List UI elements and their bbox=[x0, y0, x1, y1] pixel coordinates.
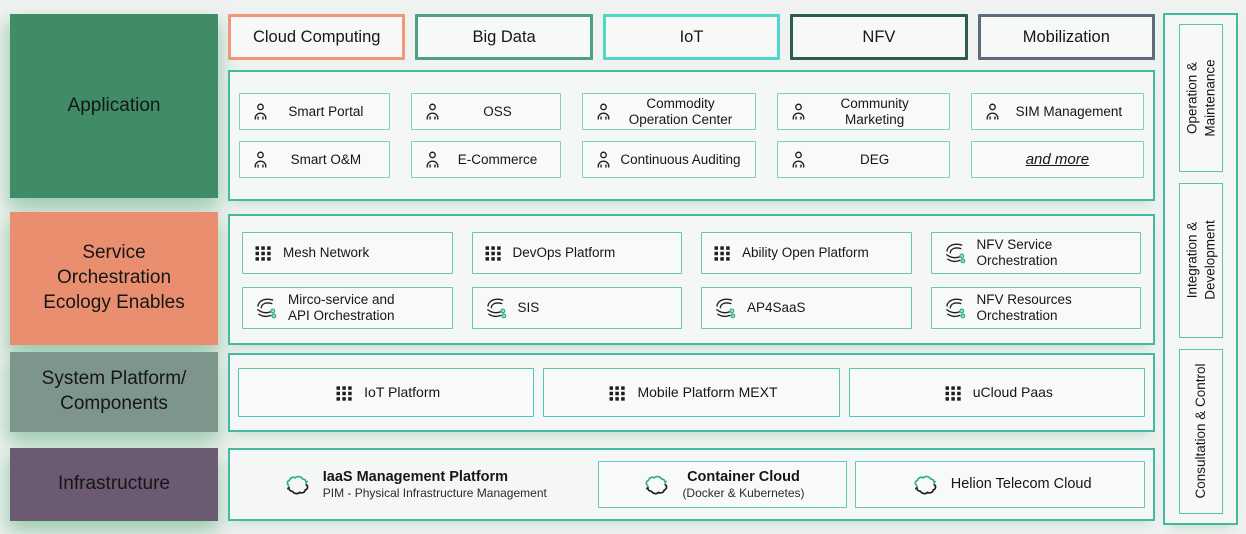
spc-item-label: Mobile Platform MEXT bbox=[637, 384, 778, 401]
app-item-label: OSS bbox=[483, 103, 512, 119]
rail-box-integration-development: Integration & Development bbox=[1178, 182, 1223, 338]
soe-item-nfv-resources-orchestration: NFV Resources Orchestration bbox=[930, 287, 1141, 329]
grid-icon bbox=[943, 383, 963, 403]
person-icon bbox=[982, 101, 1003, 122]
app-item-sim-management: SIM Management bbox=[970, 93, 1144, 130]
orchestration-icon bbox=[712, 296, 737, 321]
soe-item-nfv-service-orchestration: NFV Service Orchestration bbox=[930, 232, 1141, 274]
app-item-label: Smart Portal bbox=[288, 103, 364, 119]
infra-item-helion-telecom-cloud: Helion Telecom Cloud bbox=[855, 461, 1145, 508]
spc-item-label: uCloud Paas bbox=[972, 384, 1053, 401]
infra-item-text: Container Cloud (Docker & Kubernetes) bbox=[682, 468, 804, 501]
person-icon bbox=[250, 101, 271, 122]
person-icon bbox=[422, 149, 443, 170]
soe-item-sis: SIS bbox=[471, 287, 682, 329]
orchestration-icon bbox=[253, 296, 278, 321]
grid-icon bbox=[253, 243, 273, 263]
orchestration-icon bbox=[483, 296, 508, 321]
header-box-iot: IoT bbox=[602, 14, 781, 60]
app-item-label: Continuous Auditing bbox=[620, 151, 741, 167]
spc-item-mobile-platform-mext: Mobile Platform MEXT bbox=[543, 368, 840, 417]
infra-item-iaas-management-platform: IaaS Management Platform PIM - Physical … bbox=[238, 461, 590, 508]
left-label-system-platform: System Platform/ Components bbox=[10, 352, 218, 432]
soe-item-mesh-network: Mesh Network bbox=[242, 232, 453, 274]
rail-label: Consultation & Control bbox=[1192, 363, 1208, 499]
soe-item-label: NFV Service Orchestration bbox=[976, 237, 1058, 268]
left-label-application: Application bbox=[10, 14, 218, 198]
infra-item-title: Container Cloud bbox=[687, 468, 800, 485]
app-item-label: E-Commerce bbox=[457, 151, 538, 167]
soe-item-ability-open-platform: Ability Open Platform bbox=[701, 232, 912, 274]
grid-icon bbox=[712, 243, 732, 263]
orchestration-icon bbox=[942, 296, 967, 321]
technology-header-row: Cloud Computing Big Data IoT NFV Mobiliz… bbox=[228, 14, 1156, 60]
soe-item-label: AP4SaaS bbox=[747, 300, 806, 316]
soe-item-ap4saas: AP4SaaS bbox=[701, 287, 912, 329]
orchestration-icon bbox=[942, 241, 967, 266]
app-item-label: Community Marketing bbox=[840, 95, 909, 127]
infra-item-text: Helion Telecom Cloud bbox=[951, 475, 1092, 493]
service-orchestration-container: Mesh Network DevOps Platform Ability Ope… bbox=[228, 214, 1155, 345]
person-icon bbox=[422, 101, 443, 122]
soe-item-label: Mirco-service and API Orchestration bbox=[288, 292, 395, 323]
app-item-label: Smart O&M bbox=[290, 151, 362, 167]
left-label-infrastructure: Infrastructure bbox=[10, 448, 218, 521]
cloud-sync-icon bbox=[642, 473, 671, 496]
cloud-sync-icon bbox=[283, 473, 312, 496]
soe-item-label: NFV Resources Orchestration bbox=[976, 292, 1072, 323]
spc-item-ucloud-paas: uCloud Paas bbox=[848, 368, 1145, 417]
person-icon bbox=[250, 149, 271, 170]
system-platform-container: IoT Platform Mobile Platform MEXT uCloud… bbox=[228, 353, 1155, 432]
soe-item-devops-platform: DevOps Platform bbox=[471, 232, 682, 274]
infra-item-title: Helion Telecom Cloud bbox=[950, 476, 1092, 493]
app-item-commodity-operation-center: Commodity Operation Center bbox=[582, 93, 756, 130]
rail-box-operation-maintenance: Operation & Maintenance bbox=[1178, 24, 1223, 172]
right-rail: Operation & Maintenance Integration & De… bbox=[1163, 13, 1238, 525]
app-item-label: Commodity Operation Center bbox=[628, 95, 733, 127]
rail-label: Operation & Maintenance bbox=[1183, 59, 1217, 137]
infra-item-container-cloud: Container Cloud (Docker & Kubernetes) bbox=[597, 461, 848, 508]
person-icon bbox=[593, 149, 614, 170]
person-icon bbox=[788, 149, 809, 170]
app-item-community-marketing: Community Marketing bbox=[776, 93, 950, 130]
soe-item-microservice-api-orchestration: Mirco-service and API Orchestration bbox=[242, 287, 453, 329]
app-item-label: SIM Management bbox=[1015, 103, 1123, 119]
app-item-e-commerce: E-Commerce bbox=[410, 141, 562, 178]
cloud-sync-icon bbox=[911, 473, 940, 496]
grid-icon bbox=[483, 243, 503, 263]
rail-box-consultation-control: Consultation & Control bbox=[1178, 348, 1223, 514]
app-item-and-more: and more bbox=[970, 141, 1144, 178]
grid-icon bbox=[334, 383, 354, 403]
infra-item-subtitle: (Docker & Kubernetes) bbox=[682, 486, 805, 501]
spc-item-iot-platform: IoT Platform bbox=[238, 368, 535, 417]
spc-item-label: IoT Platform bbox=[364, 384, 441, 401]
soe-item-label: Mesh Network bbox=[283, 245, 370, 261]
application-container: Smart Portal OSS Commodity Operation Cen… bbox=[228, 70, 1155, 201]
infra-item-subtitle: PIM - Physical Infrastructure Management bbox=[322, 486, 547, 501]
app-item-label: and more bbox=[1025, 150, 1090, 168]
app-item-smart-oandm: Smart O&M bbox=[239, 141, 390, 178]
person-icon bbox=[788, 101, 809, 122]
infra-item-title: IaaS Management Platform bbox=[322, 468, 509, 485]
app-item-smart-portal: Smart Portal bbox=[239, 93, 390, 130]
app-item-label: DEG bbox=[860, 151, 890, 167]
left-label-service-orchestration: Service Orchestration Ecology Enables bbox=[10, 212, 218, 345]
app-item-continuous-auditing: Continuous Auditing bbox=[582, 141, 756, 178]
rail-label: Integration & Development bbox=[1183, 220, 1217, 301]
header-box-cloud-computing: Cloud Computing bbox=[228, 14, 406, 60]
soe-item-label: Ability Open Platform bbox=[742, 245, 869, 261]
header-box-nfv: NFV bbox=[790, 14, 968, 60]
app-item-oss: OSS bbox=[410, 93, 562, 130]
app-item-deg: DEG bbox=[776, 141, 950, 178]
infra-item-text: IaaS Management Platform PIM - Physical … bbox=[323, 468, 547, 501]
header-box-big-data: Big Data bbox=[415, 14, 593, 60]
soe-item-label: SIS bbox=[517, 300, 540, 316]
soe-item-label: DevOps Platform bbox=[512, 245, 616, 261]
infrastructure-container: IaaS Management Platform PIM - Physical … bbox=[228, 448, 1155, 521]
grid-icon bbox=[607, 383, 627, 403]
person-icon bbox=[593, 101, 614, 122]
header-box-mobilization: Mobilization bbox=[977, 14, 1156, 60]
